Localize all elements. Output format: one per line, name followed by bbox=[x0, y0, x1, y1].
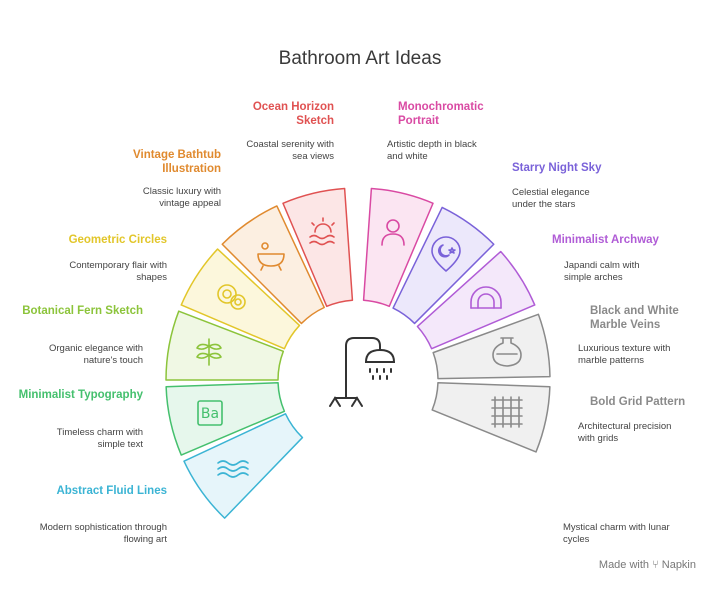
shower-icon bbox=[329, 337, 396, 407]
segment-sunset bbox=[282, 187, 354, 308]
label-minimalist-typography: Minimalist Typography bbox=[18, 389, 143, 401]
segment-arch bbox=[416, 250, 536, 350]
segment-moon-star bbox=[392, 206, 495, 325]
segment-fern bbox=[165, 310, 285, 381]
label-monochromatic-portrait: Monochromatic Portrait bbox=[398, 101, 484, 127]
segment-circles bbox=[180, 248, 301, 350]
label-vintage-bathtub-illustration: Vintage Bathtub Illustration bbox=[133, 149, 221, 175]
segment-text-ba bbox=[165, 382, 286, 456]
desc-ocean-horizon-sketch: Coastal serenity with sea views bbox=[246, 139, 334, 162]
arch-icon bbox=[470, 286, 502, 309]
moon-star-icon bbox=[431, 236, 461, 272]
segment-grid bbox=[431, 382, 551, 453]
grid-icon bbox=[491, 396, 523, 428]
sunset-icon bbox=[309, 217, 335, 246]
segment-bathtub bbox=[221, 205, 325, 325]
desc-monochromatic-portrait: Artistic depth in black and white bbox=[387, 139, 477, 162]
label-starry-night-sky: Starry Night Sky bbox=[512, 162, 602, 174]
waves-icon bbox=[217, 460, 249, 478]
svg-text:Ba: Ba bbox=[201, 406, 219, 422]
desc-geometric-circles: Contemporary flair with shapes bbox=[69, 260, 167, 283]
segment-vase bbox=[432, 313, 551, 380]
desc-starry-night-sky: Celestial elegance under the stars bbox=[512, 187, 590, 210]
label-ocean-horizon-sketch: Ocean Horizon Sketch bbox=[252, 101, 334, 127]
segment-waves bbox=[183, 413, 304, 519]
segment-portrait bbox=[362, 187, 434, 308]
label-black-and-white-marble-veins: Black and White Marble Veins bbox=[590, 305, 679, 331]
bathtub-icon bbox=[257, 242, 285, 271]
label-botanical-fern-sketch: Botanical Fern Sketch bbox=[22, 305, 143, 317]
label-bold-grid-pattern: Bold Grid Pattern bbox=[590, 396, 686, 408]
portrait-icon bbox=[381, 219, 405, 246]
circles-icon bbox=[217, 284, 246, 310]
desc-botanical-fern-sketch: Organic elegance with nature's touch bbox=[49, 343, 143, 366]
desc-mystical-charm: Mystical charm with lunar cycles bbox=[563, 522, 670, 545]
label-minimalist-archway: Minimalist Archway bbox=[552, 234, 659, 246]
napkin-watermark: Made with ⑂ Napkin bbox=[598, 559, 696, 571]
label-geometric-circles: Geometric Circles bbox=[68, 234, 167, 246]
desc-minimalist-typography: Timeless charm with simple text bbox=[56, 427, 143, 450]
desc-bold-grid-pattern: Architectural precision with grids bbox=[578, 421, 672, 444]
desc-minimalist-archway: Japandi calm with simple arches bbox=[564, 260, 640, 283]
desc-abstract-fluid-lines: Modern sophistication through flowing ar… bbox=[39, 522, 167, 545]
label-abstract-fluid-lines: Abstract Fluid Lines bbox=[56, 485, 167, 497]
fern-icon bbox=[196, 338, 222, 366]
vase-icon bbox=[492, 337, 522, 367]
desc-vintage-bathtub-illustration: Classic luxury with vintage appeal bbox=[142, 186, 221, 209]
page-title: Bathroom Art Ideas bbox=[278, 48, 442, 69]
desc-black-and-white-marble-veins: Luxurious texture with marble patterns bbox=[578, 343, 671, 366]
text-ba-icon: Ba bbox=[197, 400, 223, 426]
